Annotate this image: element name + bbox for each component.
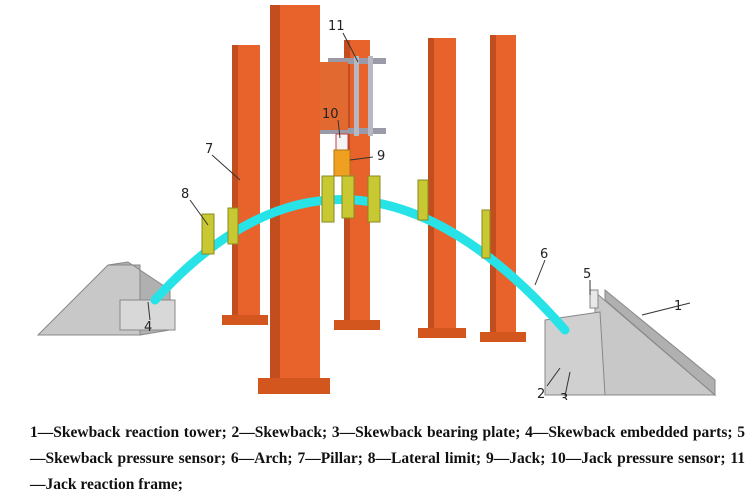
caption-item-4: 4—Skewback embedded parts; xyxy=(525,424,733,441)
label-1: 1 xyxy=(674,299,682,314)
label-2: 2 xyxy=(537,387,545,400)
pillar-front xyxy=(258,5,330,394)
caption-item-5: 5—Skewback pressure sensor; xyxy=(30,424,745,467)
caption-item-3: 3—Skewback bearing plate; xyxy=(331,424,521,441)
pillar-right-2 xyxy=(480,35,526,342)
leader-lines xyxy=(147,32,691,397)
test-rig-diagram: 1 2 3 4 5 6 7 8 9 10 11 xyxy=(36,5,717,400)
jack xyxy=(333,149,351,177)
label-7: 7 xyxy=(205,142,213,157)
skewback-left xyxy=(36,261,176,336)
caption-item-1: 1—Skewback reaction tower; xyxy=(30,424,227,441)
label-6: 6 xyxy=(540,247,548,262)
caption-item-7: 7—Pillar; xyxy=(297,450,363,467)
caption-item-6: 6—Arch; xyxy=(230,450,293,467)
label-5: 5 xyxy=(583,267,591,282)
label-11: 11 xyxy=(328,19,345,34)
label-3: 3 xyxy=(560,392,568,400)
pillar-right-1 xyxy=(418,38,466,338)
skewback-right xyxy=(544,288,717,397)
jack-pressure-sensor xyxy=(335,133,349,151)
caption-item-9: 9—Jack; xyxy=(485,450,546,467)
figure-caption: 1—Skewback reaction tower; 2—Skewback; 3… xyxy=(30,420,745,498)
label-10: 10 xyxy=(322,107,339,122)
label-9: 9 xyxy=(377,149,385,164)
label-4: 4 xyxy=(144,320,152,335)
caption-item-11: 11—Jack reaction frame; xyxy=(30,450,746,493)
caption-item-2: 2—Skewback; xyxy=(231,424,328,441)
pillar-left-back xyxy=(222,45,268,325)
lateral-limits xyxy=(201,175,491,259)
caption-item-8: 8—Lateral limit; xyxy=(367,450,482,467)
label-8: 8 xyxy=(181,187,189,202)
caption-item-10: 10—Jack pressure sensor; xyxy=(550,450,726,467)
